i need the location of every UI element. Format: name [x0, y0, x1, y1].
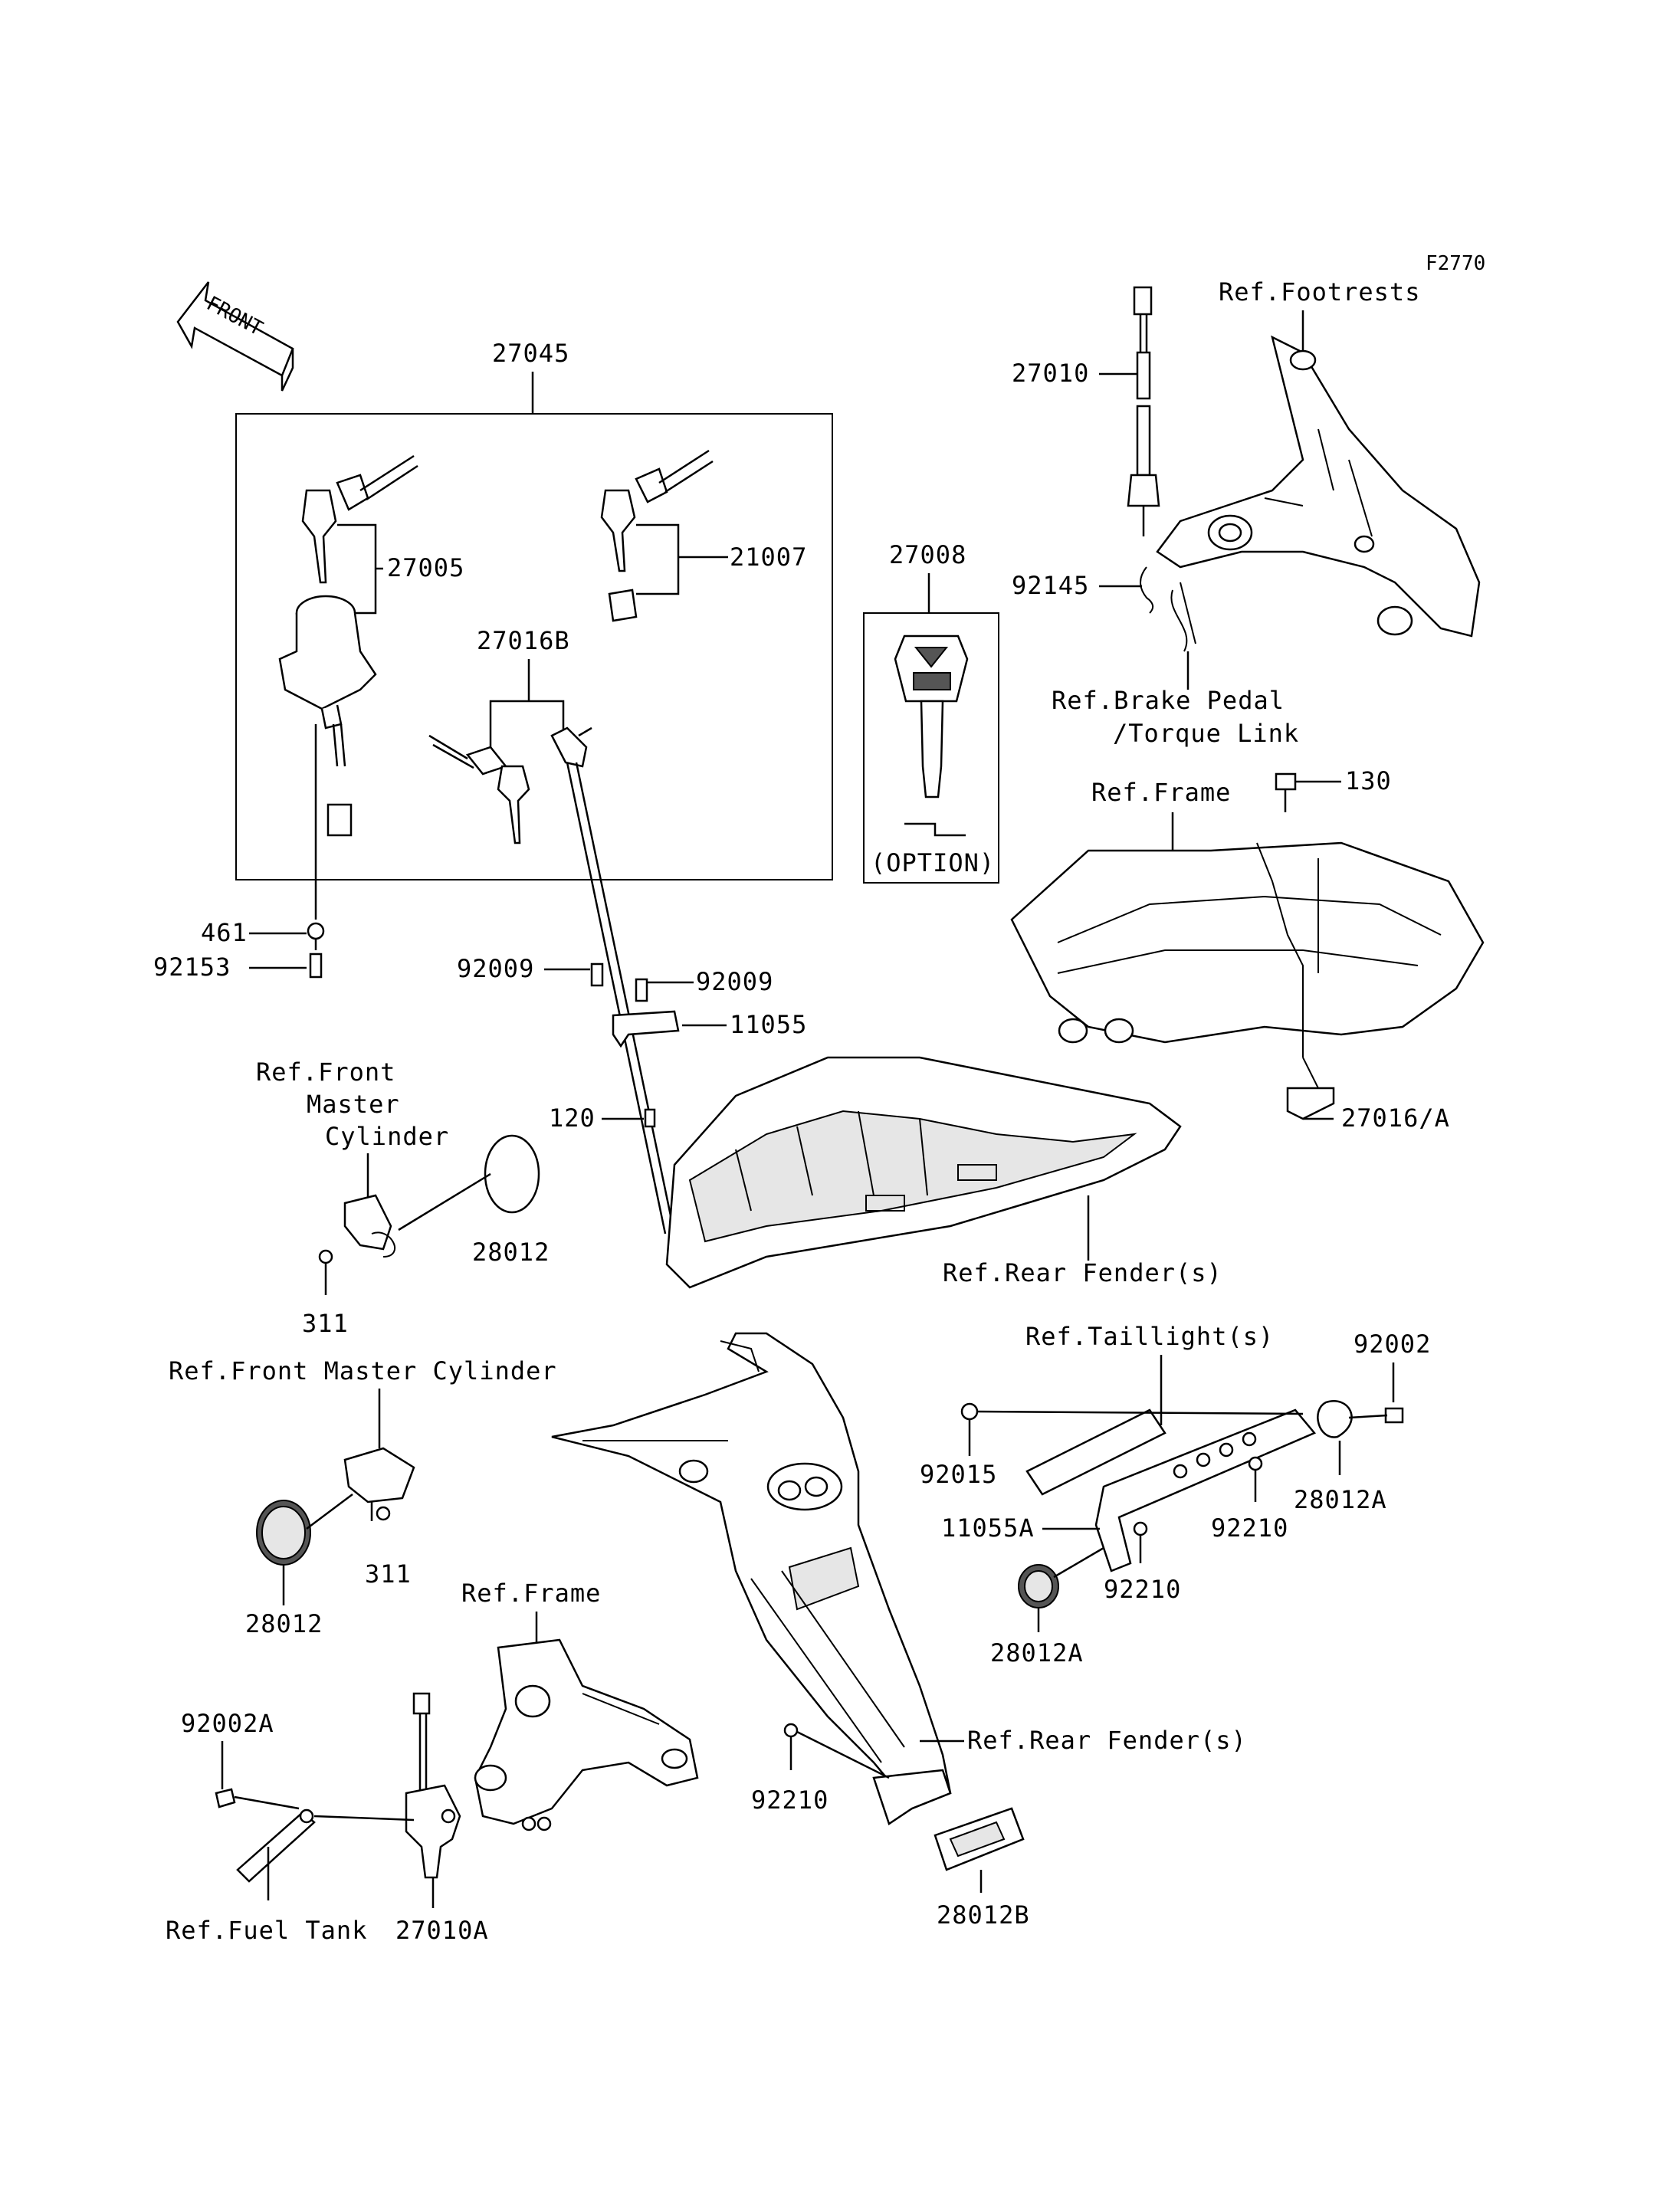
front-arrow-icon: FRONT [176, 281, 294, 392]
label-92210-b: 92210 [1104, 1575, 1181, 1604]
label-21007: 21007 [730, 543, 807, 572]
screws-92009-bracket-11055: 92009 92009 11055 120 [457, 954, 807, 1133]
washer-screw: 461 92153 [153, 918, 323, 982]
ref-brake-pedal-label-2: /Torque Link [1113, 719, 1299, 748]
front-master-cylinder-1: Ref.Front Master Cylinder 28012 311 [256, 1058, 550, 1338]
label-27016B: 27016B [477, 626, 570, 655]
option-box [863, 612, 999, 884]
ref-front-master-label-2: Ref.Front Master Cylinder [169, 1356, 557, 1385]
spring-92145: 92145 Ref.Brake Pedal /Torque Link [1012, 566, 1299, 748]
label-27045: 27045 [492, 339, 569, 368]
ref-frame-label-1: Ref.Frame [1091, 778, 1231, 807]
label-92210-c: 92210 [751, 1785, 829, 1815]
label-92145: 92145 [1012, 571, 1089, 600]
label-461: 461 [201, 918, 248, 947]
label-11055: 11055 [730, 1010, 807, 1039]
label-28012-a: 28012 [472, 1238, 550, 1267]
frame-rear: Ref.Frame 130 27016/A [1010, 766, 1485, 1133]
ref-front-master-label-1c: Cylinder [325, 1122, 449, 1151]
key-set-27005: 27005 [278, 454, 464, 950]
label-92009-a: 92009 [457, 954, 534, 983]
label-130: 130 [1345, 766, 1392, 795]
ref-footrests-label: Ref.Footrests [1219, 277, 1420, 307]
ref-front-master-label-1b: Master [307, 1090, 400, 1119]
label-92002: 92002 [1354, 1330, 1431, 1359]
label-92153: 92153 [153, 953, 231, 982]
key-set-21007: 21007 [600, 449, 807, 622]
label-28012-b: 28012 [245, 1609, 323, 1638]
rear-fender-mudguard: Ref.Rear Fender(s) 92210 [551, 1332, 1247, 1825]
label-311-b: 311 [365, 1559, 412, 1589]
label-27008: 27008 [889, 540, 966, 569]
key-27008-option: 27008 (OPTION) [863, 540, 999, 884]
kit-box [235, 413, 833, 880]
ref-fuel-tank-label: Ref.Fuel Tank [166, 1916, 367, 1945]
figure-code: F2770 [1426, 252, 1485, 275]
ref-brake-pedal-label-1: Ref.Brake Pedal [1052, 686, 1285, 715]
label-92002A: 92002A [181, 1709, 274, 1738]
label-120: 120 [549, 1103, 596, 1133]
ref-front-master-label-1a: Ref.Front [256, 1058, 395, 1087]
ref-taillight-label: Ref.Taillight(s) [1025, 1322, 1274, 1351]
label-27010A: 27010A [395, 1916, 489, 1945]
switch-27010: 27010 Ref.Footrests [1012, 277, 1420, 536]
label-92015: 92015 [920, 1460, 997, 1489]
label-27010: 27010 [1012, 359, 1089, 388]
ref-rear-fender-label-2: Ref.Rear Fender(s) [967, 1726, 1247, 1755]
kit-27045: 27045 [235, 339, 833, 880]
option-label: (OPTION) [871, 848, 995, 877]
label-27016A: 27016/A [1341, 1103, 1450, 1133]
label-27005: 27005 [387, 553, 464, 582]
ref-frame-label-2: Ref.Frame [461, 1579, 601, 1608]
label-28012A-top: 28012A [1294, 1485, 1387, 1514]
label-92009-b: 92009 [696, 967, 773, 996]
front-master-cylinder-2: Ref.Front Master Cylinder 311 28012 [169, 1356, 557, 1638]
key-set-27016B: 27016B [428, 626, 678, 1242]
label-92210-a: 92210 [1211, 1513, 1288, 1543]
label-311-a: 311 [302, 1309, 349, 1338]
frame-side-lower: Ref.Frame [461, 1579, 699, 1831]
reflector-28012B: 28012B [934, 1807, 1030, 1930]
rear-fender-inner: Ref.Rear Fender(s) [665, 1056, 1222, 1289]
ref-rear-fender-label-1: Ref.Rear Fender(s) [943, 1258, 1222, 1287]
label-28012A-bot: 28012A [990, 1638, 1084, 1667]
switch-27010A: 27010A 92002A Ref.Fuel Tank [166, 1692, 489, 1945]
footrest-bracket [1156, 335, 1481, 638]
label-28012B: 28012B [937, 1900, 1030, 1930]
taillight-bracket: Ref.Taillight(s) 92002 92015 28012A 9221… [920, 1322, 1431, 1667]
label-11055A: 11055A [941, 1513, 1035, 1543]
